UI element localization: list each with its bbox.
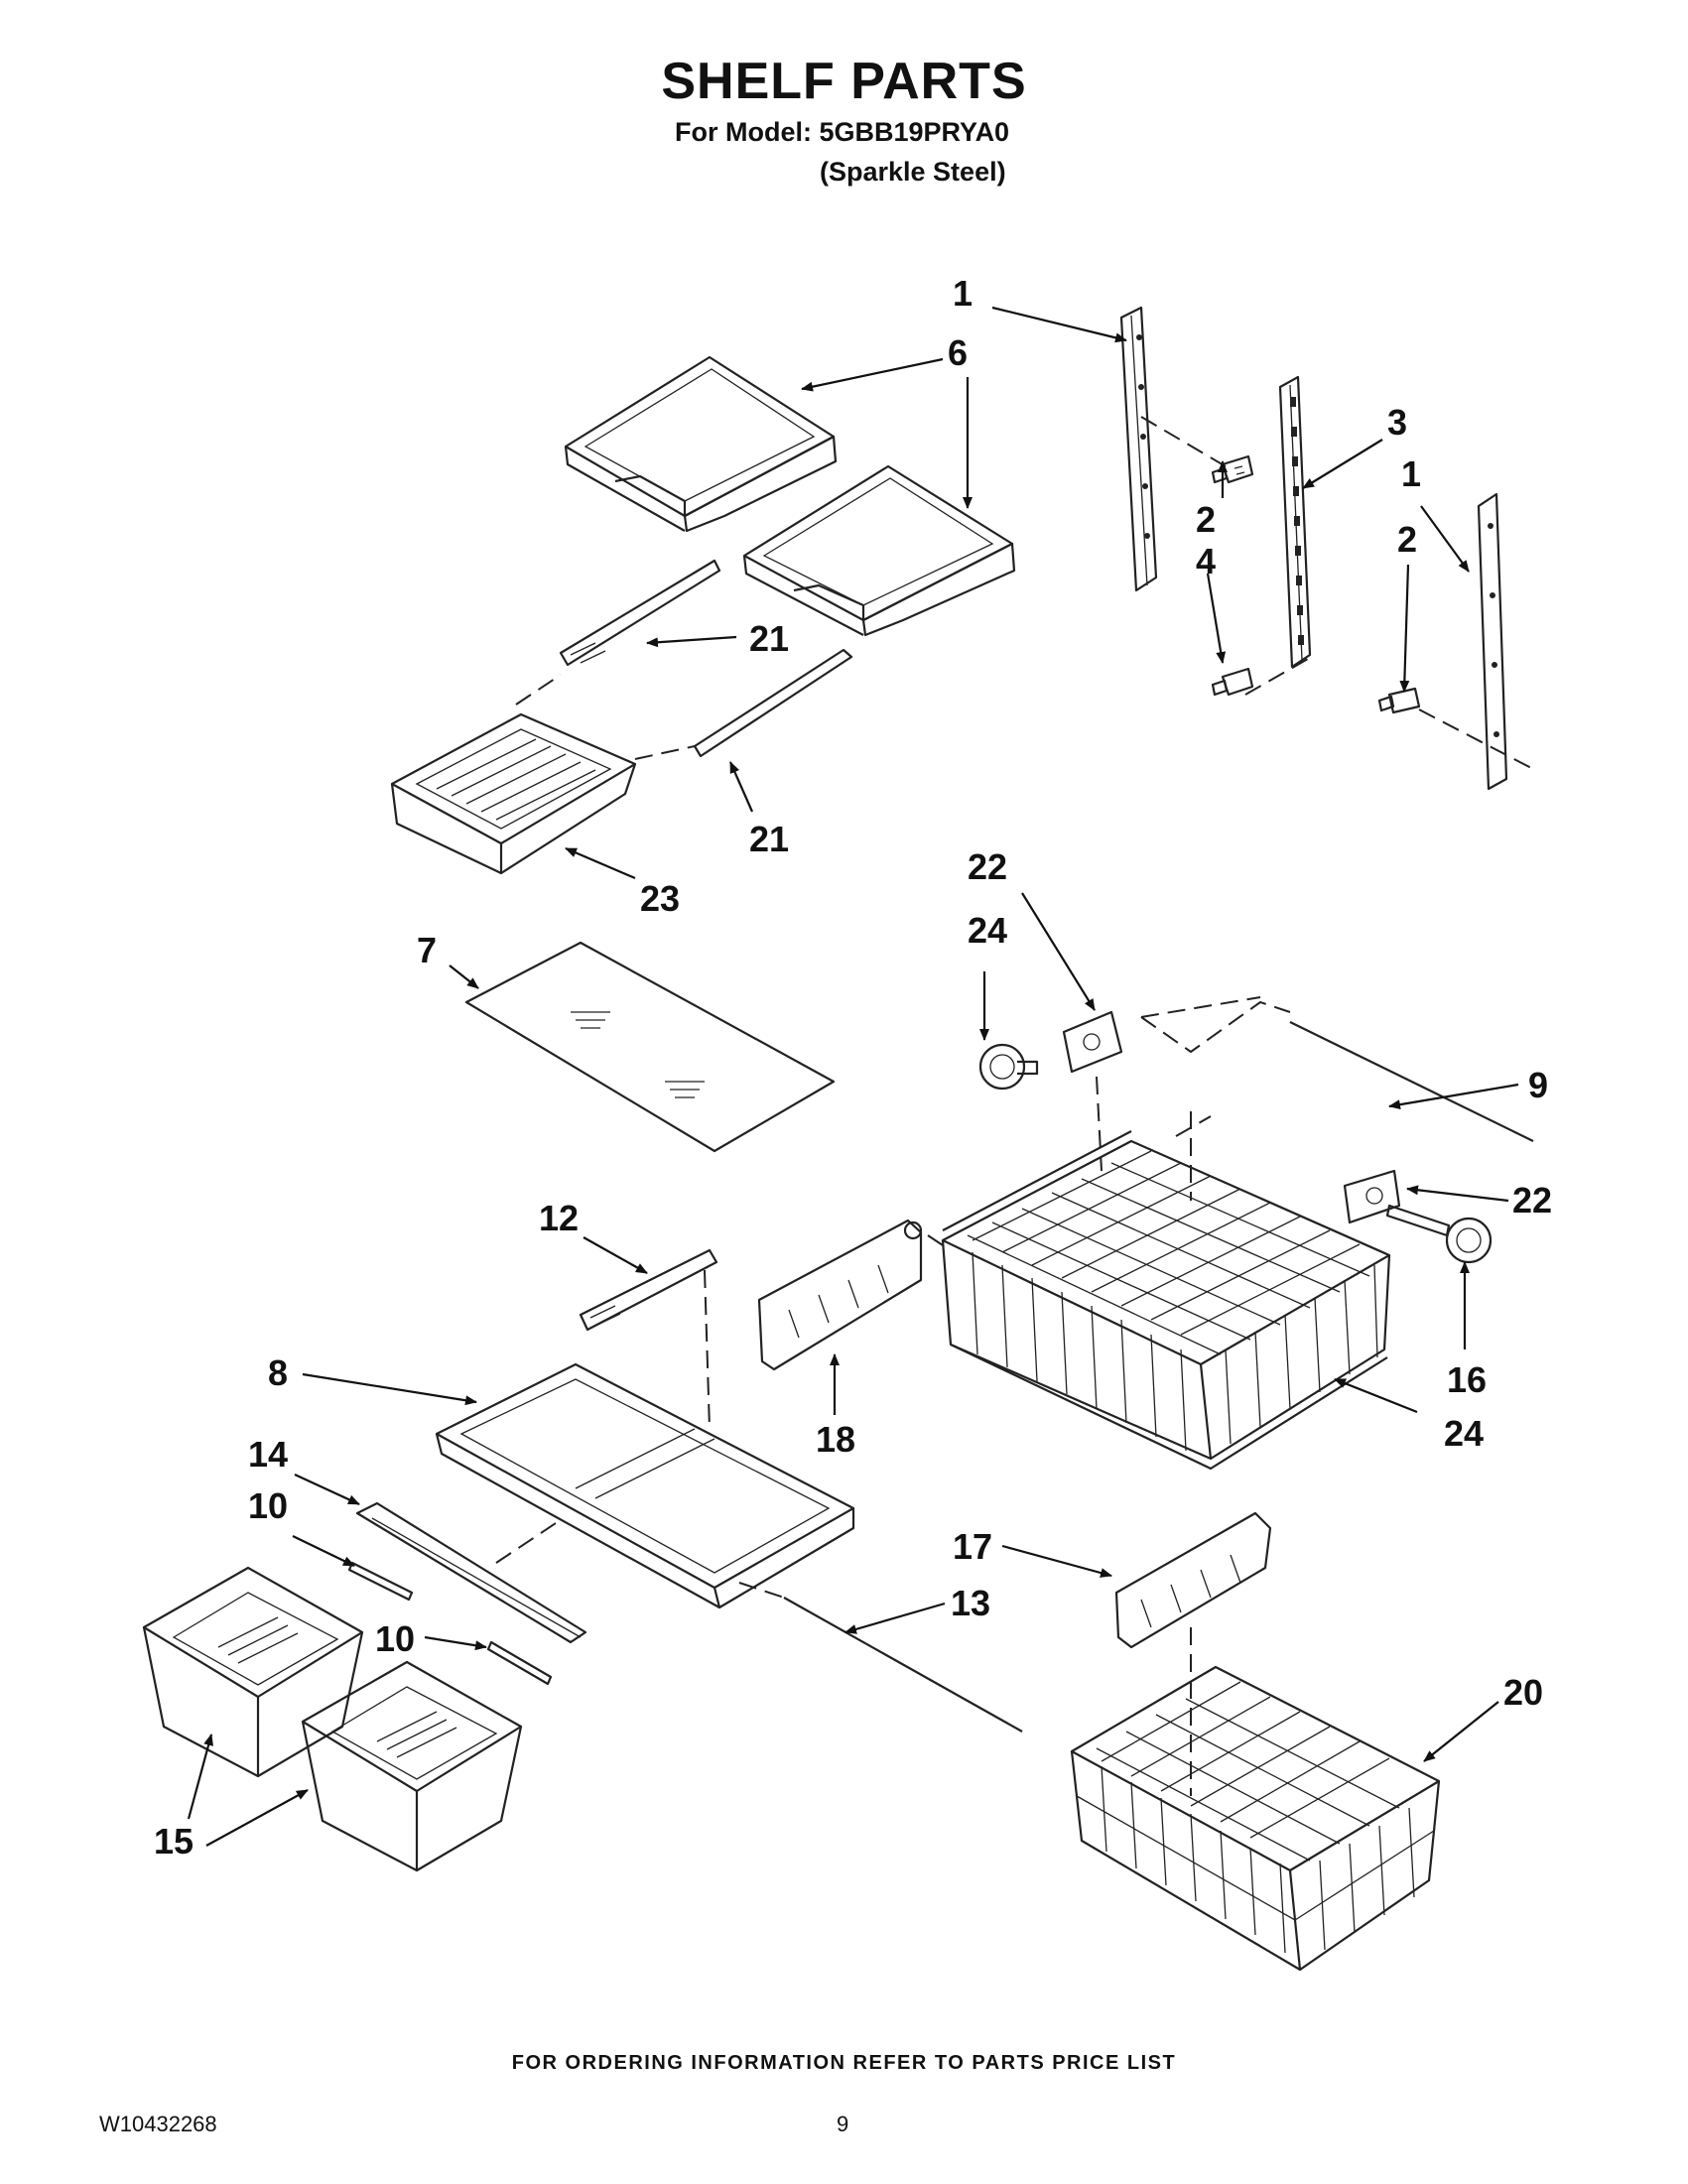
roller-wheel — [1385, 1204, 1493, 1264]
crisper-bin — [142, 1566, 364, 1778]
page-number: 9 — [837, 2112, 849, 2136]
callout-label: 2 — [1196, 499, 1216, 540]
callout-label: 17 — [953, 1526, 992, 1567]
document-number: W10432268 — [99, 2112, 217, 2136]
lower-wire-basket — [1070, 1665, 1441, 1972]
cantilever-shelf — [742, 464, 1016, 637]
callout-label: 24 — [1444, 1413, 1484, 1454]
roller-bracket — [1062, 1010, 1123, 1074]
callout-label: 12 — [539, 1198, 579, 1238]
screw — [1211, 667, 1254, 697]
basket-divider — [757, 1219, 923, 1371]
callout-label: 9 — [1528, 1065, 1548, 1105]
shelf-rail-right — [1477, 492, 1508, 791]
drawer-slide — [559, 559, 721, 667]
callout-label: 21 — [749, 819, 789, 859]
drawer-cover-frame — [435, 1362, 855, 1609]
callout-label: 14 — [248, 1434, 288, 1475]
basket-divider — [1114, 1511, 1272, 1649]
frame-clip — [579, 1248, 718, 1332]
callout-label: 8 — [268, 1352, 288, 1393]
upper-wire-basket — [941, 1139, 1391, 1471]
crisper-drawer — [390, 712, 637, 875]
roller-bracket — [1343, 1169, 1401, 1224]
screw — [1211, 454, 1254, 484]
cover-bracket — [347, 1561, 414, 1602]
callout-label: 10 — [375, 1618, 415, 1659]
callout-label: 22 — [968, 846, 1007, 887]
shelf-rail-left — [1119, 306, 1158, 592]
callout-label: 3 — [1387, 402, 1407, 443]
drawer-rod — [783, 1597, 1023, 1733]
leader-lines — [187, 306, 1519, 1847]
callout-label: 2 — [1397, 519, 1417, 560]
shelf-rail-center — [1278, 375, 1312, 669]
model-finish: (Sparkle Steel) — [820, 157, 1006, 187]
page-title: SHELF PARTS — [661, 53, 1027, 110]
drawer-slide — [693, 648, 853, 758]
callout-label: 6 — [948, 332, 968, 373]
callout-label: 16 — [1447, 1359, 1487, 1400]
callout-label: 21 — [749, 618, 789, 659]
roller-wheel — [978, 1043, 1039, 1091]
callout-label: 22 — [1512, 1180, 1552, 1220]
callout-label: 13 — [951, 1583, 990, 1623]
callout-label: 10 — [248, 1485, 288, 1526]
callout-label: 23 — [640, 878, 680, 919]
drawer-rod — [1289, 1021, 1534, 1142]
crisper-bin — [301, 1660, 523, 1872]
callout-label: 1 — [1401, 453, 1421, 494]
model-number: For Model: 5GBB19PRYA0 — [675, 117, 1010, 147]
callout-label: 7 — [417, 930, 437, 970]
crisper-cover — [355, 1501, 587, 1644]
callout-label: 1 — [953, 273, 973, 314]
callout-label: 18 — [816, 1419, 855, 1460]
cantilever-shelf — [564, 355, 838, 533]
ordering-note: FOR ORDERING INFORMATION REFER TO PARTS … — [511, 2052, 1177, 2074]
callout-label: 4 — [1196, 541, 1216, 581]
callout-label: 15 — [154, 1821, 194, 1862]
screw — [1377, 687, 1421, 714]
glass-shelf — [464, 941, 836, 1153]
callout-label: 20 — [1503, 1672, 1543, 1713]
cover-bracket — [486, 1640, 553, 1686]
basket-rim — [942, 1130, 1132, 1231]
callout-numbers: 1 6 3 1 2 4 2 21 21 23 22 24 7 9 12 22 8… — [154, 273, 1552, 1862]
callout-label: 24 — [968, 910, 1007, 951]
